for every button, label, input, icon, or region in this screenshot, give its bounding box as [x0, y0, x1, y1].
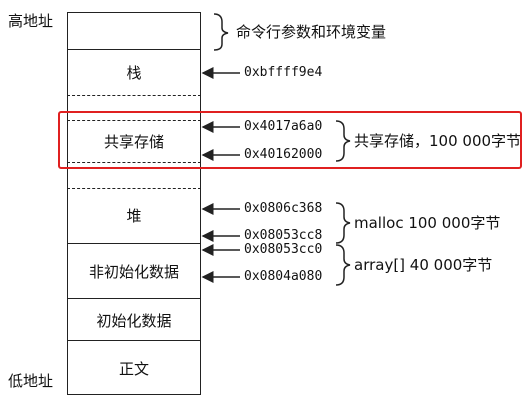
annotation-shared: 共享存储，100 000字节 — [354, 132, 522, 150]
segment-border — [67, 243, 201, 244]
segment-heap: 堆 — [67, 192, 201, 238]
segment-border — [67, 340, 201, 341]
segment-stack: 栈 — [67, 52, 201, 92]
segment-border-dashed — [67, 162, 201, 163]
segment-init-label: 初始化数据 — [96, 311, 172, 330]
brace-array — [335, 244, 351, 286]
address-shared-top: 0x4017a6a0 — [244, 119, 323, 134]
segment-shared-label: 共享存储 — [103, 132, 164, 151]
low-address-label: 低地址 — [8, 372, 54, 390]
brace-shared — [335, 120, 351, 162]
annotation-array: array[] 40 000字节 — [354, 256, 493, 274]
annotation-malloc: malloc 100 000字节 — [354, 214, 501, 232]
segment-border — [67, 298, 201, 299]
segment-border-dashed — [67, 188, 201, 189]
segment-stack-label: 栈 — [126, 63, 142, 82]
segment-heap-label: 堆 — [126, 206, 142, 225]
segment-border — [67, 12, 201, 13]
brace-args-env — [213, 13, 229, 51]
address-heap-bottom: 0x08053cc8 — [244, 228, 323, 243]
segment-text-label: 正文 — [118, 359, 149, 378]
address-shared-bottom: 0x40162000 — [244, 147, 323, 162]
segment-shared-memory: 共享存储 — [67, 120, 201, 162]
segment-uninitialized-data: 非初始化数据 — [67, 246, 201, 296]
segment-text: 正文 — [67, 345, 201, 391]
annotation-args-env: 命令行参数和环境变量 — [236, 23, 387, 41]
shared-memory-highlight — [58, 111, 522, 169]
segment-uninit-label: 非初始化数据 — [88, 262, 179, 281]
segment-initialized-data: 初始化数据 — [67, 300, 201, 340]
high-address-label: 高地址 — [8, 12, 54, 30]
segment-border — [67, 394, 201, 395]
segment-border-dashed — [67, 120, 201, 121]
address-stack: 0xbffff9e4 — [244, 65, 323, 80]
brace-malloc — [335, 202, 351, 244]
address-bss-bottom: 0x0804a080 — [244, 269, 323, 284]
segment-border — [67, 49, 201, 50]
segment-border-dashed — [67, 95, 201, 96]
address-bss-top: 0x08053cc0 — [244, 242, 323, 257]
address-heap-top: 0x0806c368 — [244, 201, 323, 216]
memory-column-outline — [67, 12, 201, 395]
